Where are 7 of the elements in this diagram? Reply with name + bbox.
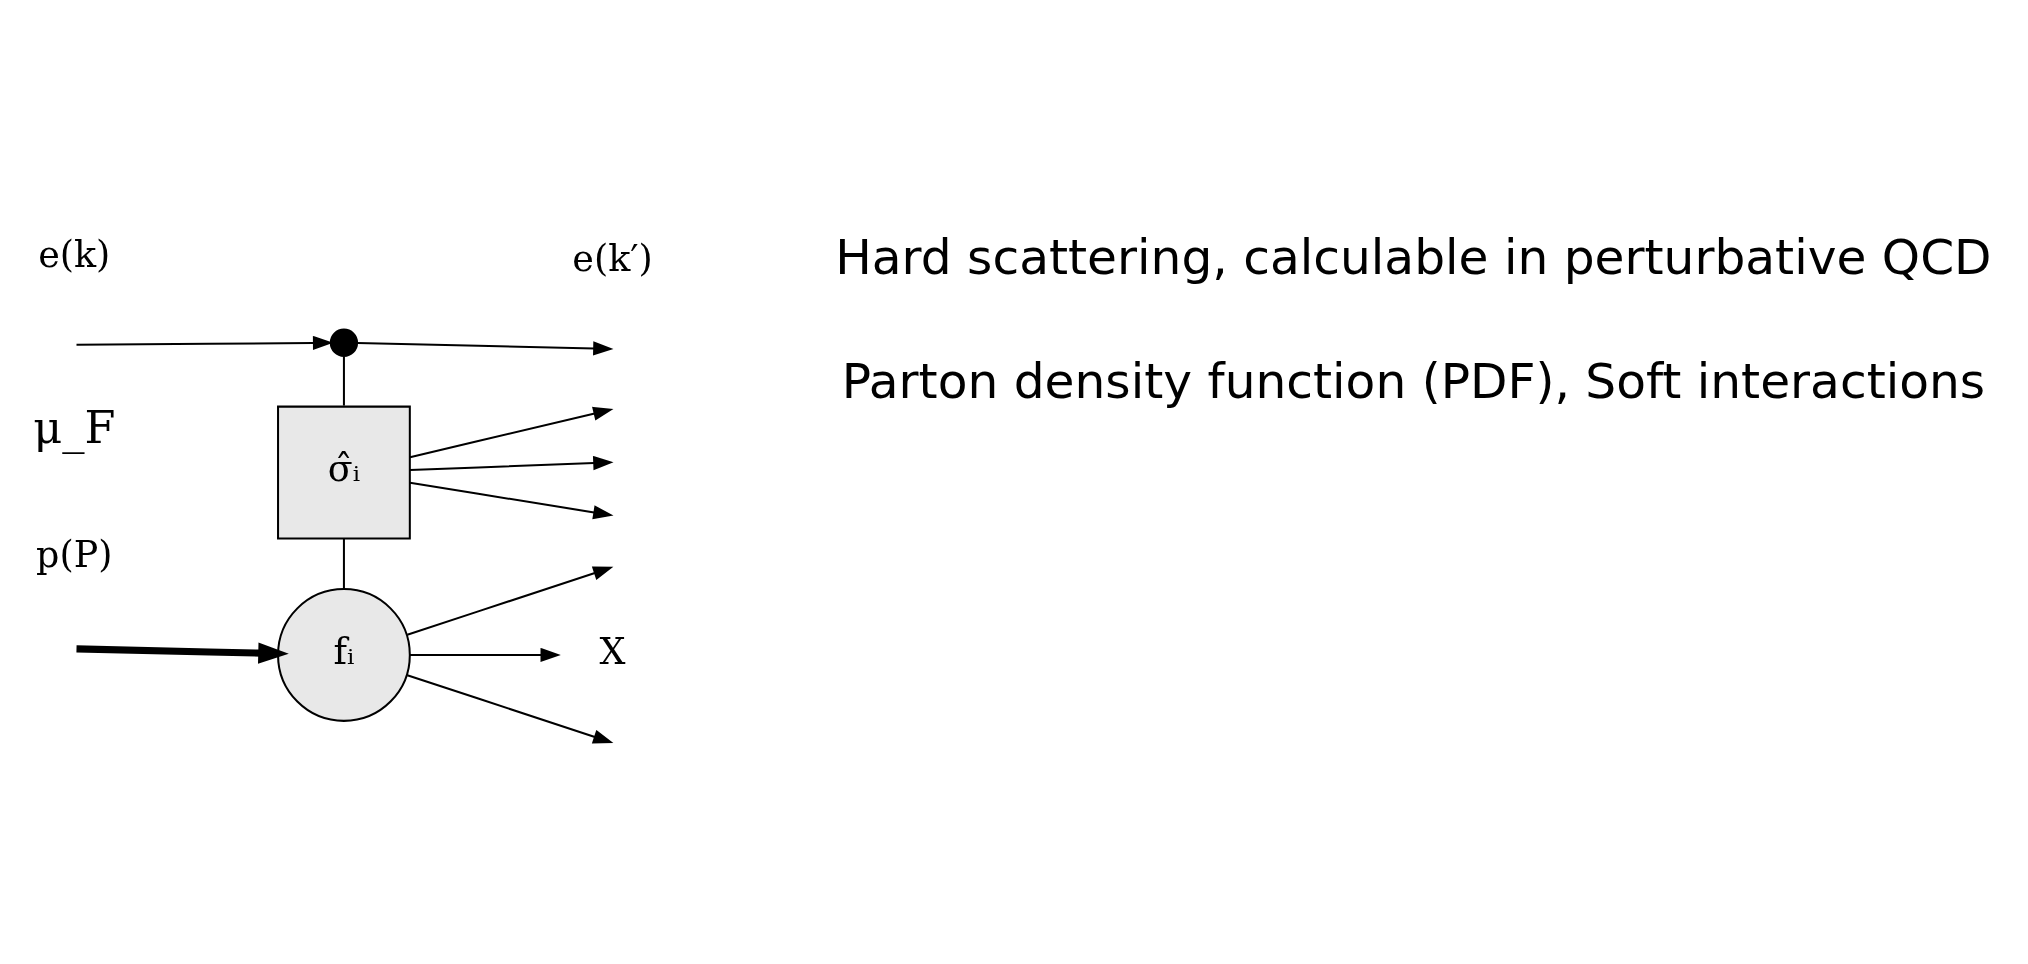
label: p(P) [36,532,113,576]
label: e(k′) [572,236,653,280]
label: μ_F [33,402,116,455]
label: e(k) [38,232,111,276]
label: Hard scattering, calculable in perturbative QCD [835,229,1992,286]
node-text: X [599,629,626,673]
label: Parton density function (PDF), Soft interactions [841,352,1986,409]
